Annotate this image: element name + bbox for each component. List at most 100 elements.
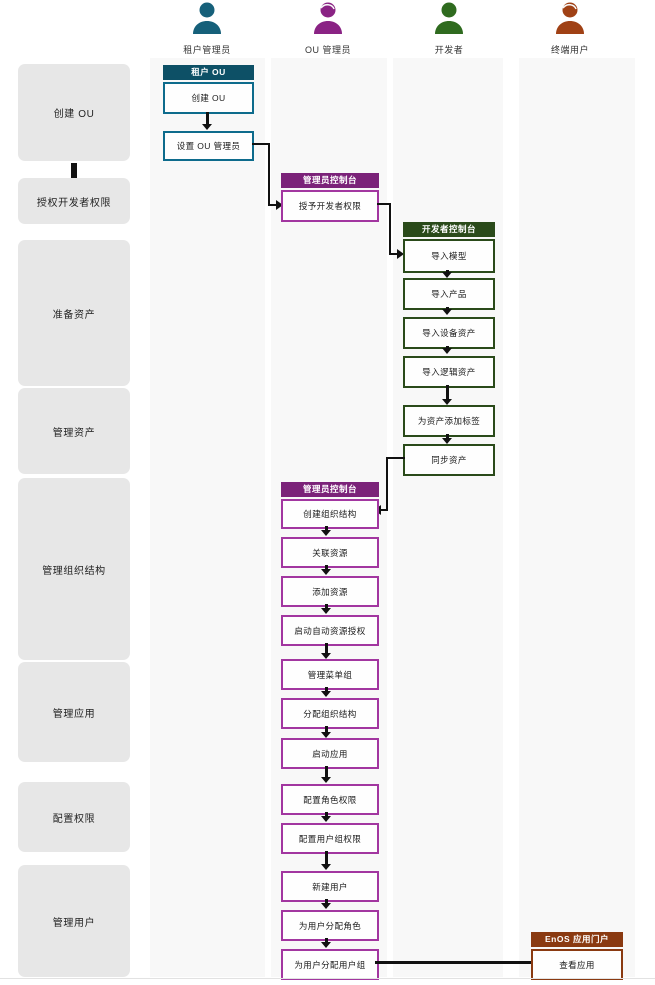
connector-h (386, 457, 405, 459)
flow-arrow (321, 726, 331, 738)
stage-label: 准备资产 (52, 309, 96, 321)
arrowhead (397, 249, 404, 259)
flow-arrow (321, 899, 331, 909)
connector-h (377, 203, 391, 205)
node-create-ou[interactable]: 创建 OU (163, 82, 254, 114)
node-configure-usergroup-permission[interactable]: 配置用户组权限 (281, 823, 379, 854)
group-header-enos-portal: EnOS 应用门户 (531, 932, 623, 947)
node-label: 启动自动资源授权 (294, 625, 366, 636)
arrowhead (276, 200, 283, 210)
node-label: 导入产品 (431, 289, 467, 299)
node-label: 启动应用 (312, 748, 348, 759)
flow-arrow (321, 643, 331, 659)
node-configure-role-permission[interactable]: 配置角色权限 (281, 784, 379, 815)
group-header-tenant-ou: 租户 OU (163, 65, 254, 80)
node-label: 设置 OU 管理员 (176, 141, 241, 151)
node-label: 同步资产 (431, 455, 467, 465)
group-header-developer-console: 开发者控制台 (403, 222, 495, 237)
flow-arrow (442, 307, 452, 315)
node-view-app[interactable]: 查看应用 (531, 949, 623, 980)
stage-label: 管理用户 (52, 917, 96, 929)
node-assign-usergroup-to-user[interactable]: 为用户分配用户组 (281, 949, 379, 980)
node-add-resource[interactable]: 添加资源 (281, 576, 379, 607)
stage-manage-users: 管理用户 (18, 865, 130, 977)
node-add-asset-tag[interactable]: 为资产添加标签 (403, 405, 495, 437)
stage-manage-apps: 管理应用 (18, 662, 130, 762)
actor-ou-admin: OU 管理员 (270, 2, 386, 56)
flow-arrow (202, 112, 212, 130)
stage-grant-developer: 授权开发者权限 (18, 178, 130, 224)
stage-manage-org: 管理组织结构 (18, 478, 130, 660)
lane-tenant-admin (150, 58, 265, 977)
actor-end-user: 终端用户 (512, 2, 628, 56)
flow-arrow (321, 851, 331, 870)
node-label: 管理菜单组 (307, 669, 353, 680)
group-header-admin-console-grant: 管理员控制台 (281, 173, 379, 188)
connector-h (389, 253, 399, 255)
flow-arrow (321, 526, 331, 536)
stage-label: 管理组织结构 (42, 565, 106, 577)
actor-tenant-admin: 租户管理员 (149, 2, 265, 56)
stage-manage-assets: 管理资产 (18, 388, 130, 474)
node-set-ou-admin[interactable]: 设置 OU 管理员 (163, 131, 254, 161)
node-label: 创建 OU (191, 93, 226, 103)
flow-arrow (442, 346, 452, 354)
flow-arrow (321, 687, 331, 697)
node-label: 配置角色权限 (303, 794, 357, 805)
stage-label: 管理应用 (52, 708, 96, 720)
node-label: 关联资源 (312, 547, 348, 558)
flow-arrow (321, 938, 331, 948)
connector-v (268, 143, 270, 205)
stage-label: 授权开发者权限 (36, 197, 112, 209)
node-grant-developer-permission[interactable]: 授予开发者权限 (281, 190, 379, 222)
node-label: 添加资源 (312, 586, 348, 597)
stage-prepare-assets: 准备资产 (18, 240, 130, 386)
flow-arrow (321, 604, 331, 614)
connector-h (381, 509, 388, 511)
stage-label: 配置权限 (52, 813, 96, 825)
connector-h (375, 961, 534, 964)
actor-label: OU 管理员 (304, 45, 351, 55)
node-create-org-structure[interactable]: 创建组织结构 (281, 499, 379, 529)
footer-divider (0, 978, 655, 979)
stage-create-ou: 创建 OU (18, 64, 130, 161)
node-launch-app[interactable]: 启动应用 (281, 738, 379, 769)
node-import-product[interactable]: 导入产品 (403, 278, 495, 310)
node-label: 为用户分配用户组 (294, 959, 366, 970)
node-import-model[interactable]: 导入模型 (403, 239, 495, 273)
node-label: 导入设备资产 (422, 328, 476, 338)
node-label: 查看应用 (559, 959, 595, 970)
node-create-user[interactable]: 新建用户 (281, 871, 379, 902)
person-icon (149, 2, 265, 39)
stage-label: 管理资产 (52, 427, 96, 439)
flow-arrow (321, 812, 331, 822)
node-import-logical-asset[interactable]: 导入逻辑资产 (403, 356, 495, 388)
lane-developer (393, 58, 503, 977)
actor-label: 终端用户 (550, 45, 589, 55)
connector-v (386, 457, 388, 511)
node-sync-asset[interactable]: 同步资产 (403, 444, 495, 476)
node-link-resource[interactable]: 关联资源 (281, 537, 379, 568)
node-label: 为资产添加标签 (417, 416, 481, 426)
node-label: 分配组织结构 (303, 708, 357, 719)
node-label: 创建组织结构 (303, 509, 357, 519)
person-icon (512, 2, 628, 39)
node-label: 新建用户 (312, 881, 348, 892)
node-label: 为用户分配角色 (298, 920, 362, 931)
node-assign-role-to-user[interactable]: 为用户分配角色 (281, 910, 379, 941)
stage-configure-permissions: 配置权限 (18, 782, 130, 852)
node-label: 授予开发者权限 (298, 201, 362, 211)
node-enable-auto-resource-auth[interactable]: 启动自动资源授权 (281, 615, 379, 646)
stage-label: 创建 OU (53, 109, 95, 120)
actor-label: 租户管理员 (183, 45, 231, 55)
node-manage-menu-group[interactable]: 管理菜单组 (281, 659, 379, 690)
node-assign-org-structure[interactable]: 分配组织结构 (281, 698, 379, 729)
flow-arrow (442, 270, 452, 278)
node-label: 导入逻辑资产 (422, 367, 476, 377)
connector-h (252, 143, 270, 145)
connector-v (389, 203, 391, 254)
node-import-device-asset[interactable]: 导入设备资产 (403, 317, 495, 349)
person-icon (270, 2, 386, 39)
node-label: 导入模型 (431, 251, 467, 261)
